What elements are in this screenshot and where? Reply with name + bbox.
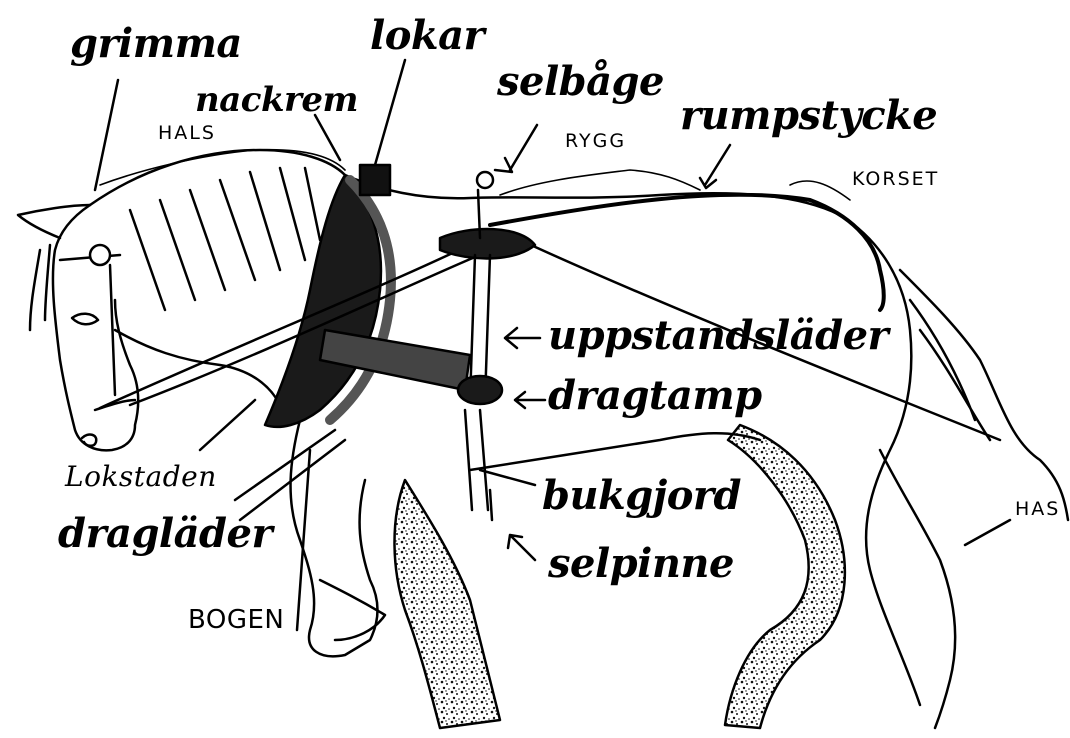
- front-hoof: [320, 580, 385, 640]
- belly-band: [465, 410, 488, 510]
- label-lokstaden: Lokstaden: [65, 460, 217, 493]
- pointer-has: [965, 520, 1010, 545]
- pointer-uppstandslader: [505, 328, 540, 348]
- label-bukgjord: bukgjord: [542, 472, 741, 519]
- tug-ring: [458, 376, 502, 404]
- bracket-rygg: [500, 170, 700, 195]
- hind-leg-near: [880, 450, 955, 728]
- horse-nostril: [82, 435, 96, 446]
- pointer-selpinne: [508, 535, 535, 560]
- pointer-grimma: [95, 80, 118, 190]
- label-bogen: BOGEN: [188, 605, 284, 635]
- label-rumpstycke: rumpstycke: [680, 92, 937, 139]
- far-hind-leg: [725, 425, 845, 728]
- label-hals-top: HALS: [158, 122, 216, 144]
- neck-front: [115, 330, 280, 405]
- pointer-selbage: [495, 125, 537, 172]
- halter-ring: [90, 245, 110, 265]
- label-lokar: lokar: [370, 12, 484, 59]
- pointer-lokstaden: [200, 400, 255, 450]
- label-grimma: grimma: [70, 20, 242, 67]
- pointer-dragtamp: [515, 392, 545, 408]
- pointer-lokar: [375, 60, 405, 165]
- pointer-rumpstycke: [700, 145, 730, 188]
- pointer-nackrem: [315, 115, 340, 160]
- saddle-pad: [440, 229, 535, 258]
- horse-head: [53, 205, 138, 450]
- selpinne: [490, 490, 492, 520]
- hames-top: [360, 165, 390, 195]
- label-rygg: RYGG: [565, 130, 626, 152]
- horse-belly: [470, 433, 760, 470]
- label-has: HAS: [1015, 498, 1060, 520]
- label-nackrem: nackrem: [195, 80, 358, 120]
- tail: [900, 270, 1068, 520]
- mane: [130, 168, 320, 310]
- label-selpinne: selpinne: [548, 540, 734, 587]
- label-selbage: selbåge: [497, 58, 664, 105]
- pointer-bukgjord: [480, 470, 535, 485]
- horse-ear: [18, 205, 90, 238]
- terret: [477, 172, 493, 188]
- forelock: [30, 245, 50, 330]
- horse-eye: [72, 314, 98, 325]
- label-korset: KORSET: [852, 168, 939, 190]
- far-front-leg: [394, 480, 500, 728]
- label-draglader: dragläder: [58, 510, 272, 557]
- label-uppstandslader: uppstandsläder: [548, 312, 888, 359]
- label-dragtamp: dragtamp: [548, 372, 762, 419]
